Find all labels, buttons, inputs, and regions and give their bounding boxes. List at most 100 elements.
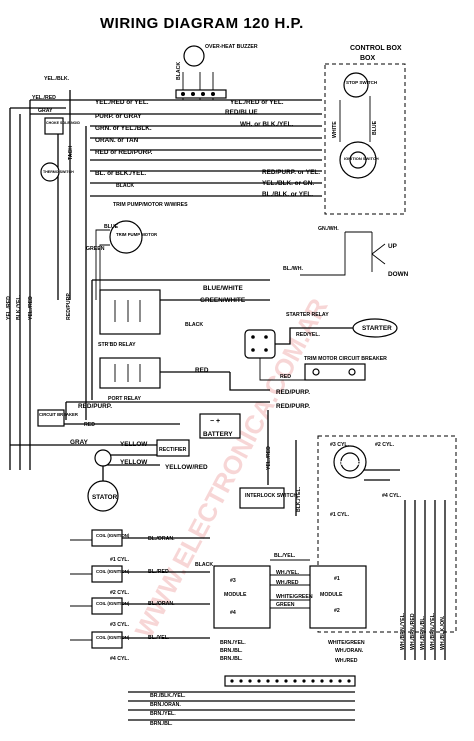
- svg-text:RED/PURP.: RED/PURP.: [78, 403, 112, 410]
- svg-text:#4 CYL.: #4 CYL.: [110, 656, 130, 662]
- svg-text:BLUE: BLUE: [372, 120, 378, 135]
- svg-text:BRN./BL.: BRN./BL.: [220, 656, 243, 662]
- svg-text:#2: #2: [334, 608, 340, 614]
- svg-text:ORAN. or TAN: ORAN. or TAN: [95, 137, 139, 144]
- svg-text:GRAY: GRAY: [70, 439, 89, 446]
- bottom-wiring: BR./BLK./YEL. BRN./ORAN. BRN./YEL. BRN./…: [128, 691, 355, 727]
- coils: COIL (IGNITION) COIL (IGNITION) COIL (IG…: [70, 529, 210, 662]
- svg-text:COIL (IGNITION): COIL (IGNITION): [96, 635, 130, 640]
- svg-text:− +: − +: [210, 418, 220, 425]
- svg-text:WH./BLK./ON.: WH./BLK./ON.: [440, 615, 446, 650]
- tach: TACH: [68, 146, 74, 160]
- svg-text:YEL./BLK. or GN.: YEL./BLK. or GN.: [262, 180, 314, 187]
- svg-text:TRIM MOTOR CIRCUIT BREAKER: TRIM MOTOR CIRCUIT BREAKER: [304, 356, 387, 362]
- svg-text:BOX: BOX: [360, 55, 376, 62]
- svg-text:WHITE: WHITE: [332, 121, 338, 138]
- relay-wiring: [91, 279, 270, 400]
- svg-text:RED/PURP.: RED/PURP.: [276, 389, 310, 396]
- svg-text:RECTIFIER: RECTIFIER: [159, 447, 187, 453]
- svg-text:COIL (IGNITION): COIL (IGNITION): [96, 533, 130, 538]
- svg-text:CONTROL BOX: CONTROL BOX: [350, 45, 402, 52]
- svg-text:WH./BRN./YEL.: WH./BRN./YEL.: [400, 612, 406, 650]
- svg-text:GREEN: GREEN: [276, 602, 295, 608]
- svg-text:PORT RELAY: PORT RELAY: [108, 396, 141, 402]
- svg-text:#1 CYL.: #1 CYL.: [330, 512, 350, 518]
- svg-text:BLACK: BLACK: [116, 183, 134, 189]
- svg-text:#3 CYL.: #3 CYL.: [110, 622, 130, 628]
- svg-text:GREEN: GREEN: [86, 246, 105, 252]
- svg-text:TACH: TACH: [68, 146, 74, 160]
- svg-text:PURP. or GRAY: PURP. or GRAY: [95, 113, 142, 120]
- svg-text:BLACK: BLACK: [185, 322, 203, 328]
- svg-text:#4 CYL.: #4 CYL.: [382, 493, 402, 499]
- svg-text:STR'BD RELAY: STR'BD RELAY: [98, 342, 136, 348]
- svg-text:RED or RED/PURP.: RED or RED/PURP.: [95, 149, 153, 156]
- svg-text:WH. or BLK./YEL.: WH. or BLK./YEL.: [240, 121, 293, 128]
- svg-text:COIL (IGNITION): COIL (IGNITION): [96, 601, 130, 606]
- stbd-relay: STR'BD RELAY: [98, 289, 161, 348]
- svg-text:#2 CYL.: #2 CYL.: [375, 442, 395, 448]
- svg-text:STARTER: STARTER: [362, 325, 392, 332]
- svg-text:WHITE/GREEN: WHITE/GREEN: [328, 640, 365, 646]
- svg-text:WH./RED: WH./RED: [276, 580, 299, 586]
- svg-text:WH./RED: WH./RED: [335, 658, 358, 664]
- svg-text:IGNITION SWITCH: IGNITION SWITCH: [344, 156, 379, 161]
- svg-text:YEL./RED: YEL./RED: [28, 296, 34, 320]
- control-box: CONTROL BOX BOX STOP SWITCH IGNITION SWI…: [324, 45, 406, 215]
- svg-text:YEL./RED: YEL./RED: [6, 296, 12, 320]
- svg-text:BL./BLK. or YEL.: BL./BLK. or YEL.: [262, 191, 313, 198]
- svg-text:GN./WH.: GN./WH.: [318, 226, 339, 232]
- module-2: #1 MODULE #2: [309, 565, 367, 629]
- svg-text:#2 CYL.: #2 CYL.: [110, 590, 130, 596]
- battery: BATTERY − +: [199, 413, 241, 439]
- svg-text:WH./BRN./YEL.: WH./BRN./YEL.: [430, 612, 436, 650]
- svg-text:YEL./RED or YEL.: YEL./RED or YEL.: [95, 99, 149, 106]
- svg-text:RED/YEL.: RED/YEL.: [296, 332, 320, 338]
- harness-connector: [175, 89, 227, 99]
- svg-text:TRIM PUMP MOTOR: TRIM PUMP MOTOR: [116, 232, 158, 237]
- svg-text:BL./YEL.: BL./YEL.: [274, 553, 296, 559]
- svg-text:TRIGGER: TRIGGER: [340, 461, 364, 467]
- trigger: TRIGGER #3 CYL. #2 CYL. #4 CYL. #1 CYL.: [317, 435, 457, 633]
- svg-text:YEL./RED or YEL.: YEL./RED or YEL.: [230, 99, 284, 106]
- trim-pump-motor: TRIM PUMP/MOTOR W/WIRES TRIM PUMP MOTOR …: [86, 202, 188, 300]
- port-wiring: [160, 371, 270, 391]
- svg-text:YELLOW: YELLOW: [120, 441, 148, 448]
- svg-text:MODULE: MODULE: [224, 592, 247, 598]
- svg-text:BATTERY: BATTERY: [203, 431, 233, 438]
- svg-text:OVER-HEAT BUZZER: OVER-HEAT BUZZER: [205, 44, 258, 50]
- svg-text:UP: UP: [388, 243, 398, 250]
- svg-text:RED/PURP.: RED/PURP.: [66, 292, 72, 320]
- choke-solenoid: CHOKE SOLE-NOID: [44, 117, 80, 135]
- svg-text:MODULE: MODULE: [320, 592, 343, 598]
- svg-text:#1: #1: [334, 576, 340, 582]
- svg-text:GREEN/WHITE: GREEN/WHITE: [200, 297, 246, 304]
- svg-text:BR./BLK./YEL.: BR./BLK./YEL.: [150, 693, 186, 699]
- port-relay: PORT RELAY: [99, 357, 161, 402]
- overheat-buzzer: OVER-HEAT BUZZER BLACK: [176, 44, 258, 80]
- svg-text:BRN./YEL.: BRN./YEL.: [220, 640, 246, 646]
- svg-text:BL./WH.: BL./WH.: [283, 266, 303, 272]
- svg-text:WHITE/GREEN: WHITE/GREEN: [276, 594, 313, 600]
- svg-text:#1 CYL.: #1 CYL.: [110, 557, 130, 563]
- wire-label-gray: GRAY: [38, 108, 53, 114]
- svg-text:BRN./ORAN.: BRN./ORAN.: [150, 702, 181, 708]
- svg-text:BL. or BLK./YEL.: BL. or BLK./YEL.: [95, 170, 146, 177]
- svg-text:STATOR: STATOR: [92, 494, 118, 501]
- svg-text:COIL (IGNITION): COIL (IGNITION): [96, 569, 130, 574]
- trim-switch: UP DOWN GN./WH. BL./WH.: [283, 226, 409, 278]
- svg-text:TRIM PUMP/MOTOR W/WIRES: TRIM PUMP/MOTOR W/WIRES: [113, 202, 188, 208]
- svg-text:#3 CYL.: #3 CYL.: [330, 442, 350, 448]
- svg-text:BLACK: BLACK: [195, 562, 213, 568]
- starter: STARTER: [275, 318, 398, 345]
- terminal-strip: [224, 675, 356, 687]
- wire-label-yel-red: YEL./RED: [32, 95, 56, 101]
- svg-text:RED: RED: [195, 367, 209, 374]
- thermo-switch: THERMO SWITCH: [40, 162, 74, 182]
- svg-text:BRN./YEL.: BRN./YEL.: [150, 711, 176, 717]
- svg-text:STOP SWITCH: STOP SWITCH: [346, 80, 377, 85]
- svg-text:WH./ORAN.: WH./ORAN.: [335, 648, 364, 654]
- module-labels: BLACK BL./YEL. WH./YEL. WH./RED WHITE/GR…: [195, 553, 365, 664]
